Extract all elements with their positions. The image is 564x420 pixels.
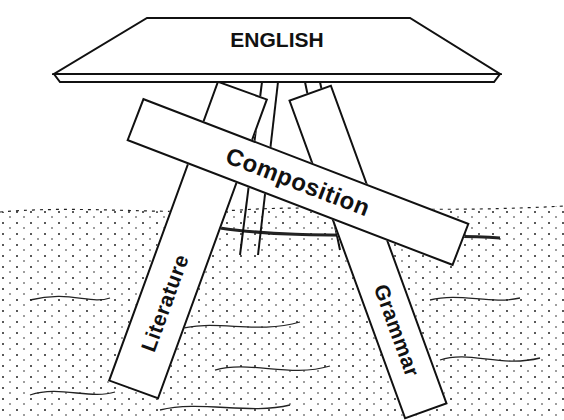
horizon	[0, 206, 564, 212]
plank-label: ENGLISH	[230, 28, 323, 52]
ground-cracks	[30, 296, 540, 410]
table-top: ENGLISH	[52, 16, 502, 84]
ground	[0, 206, 564, 420]
